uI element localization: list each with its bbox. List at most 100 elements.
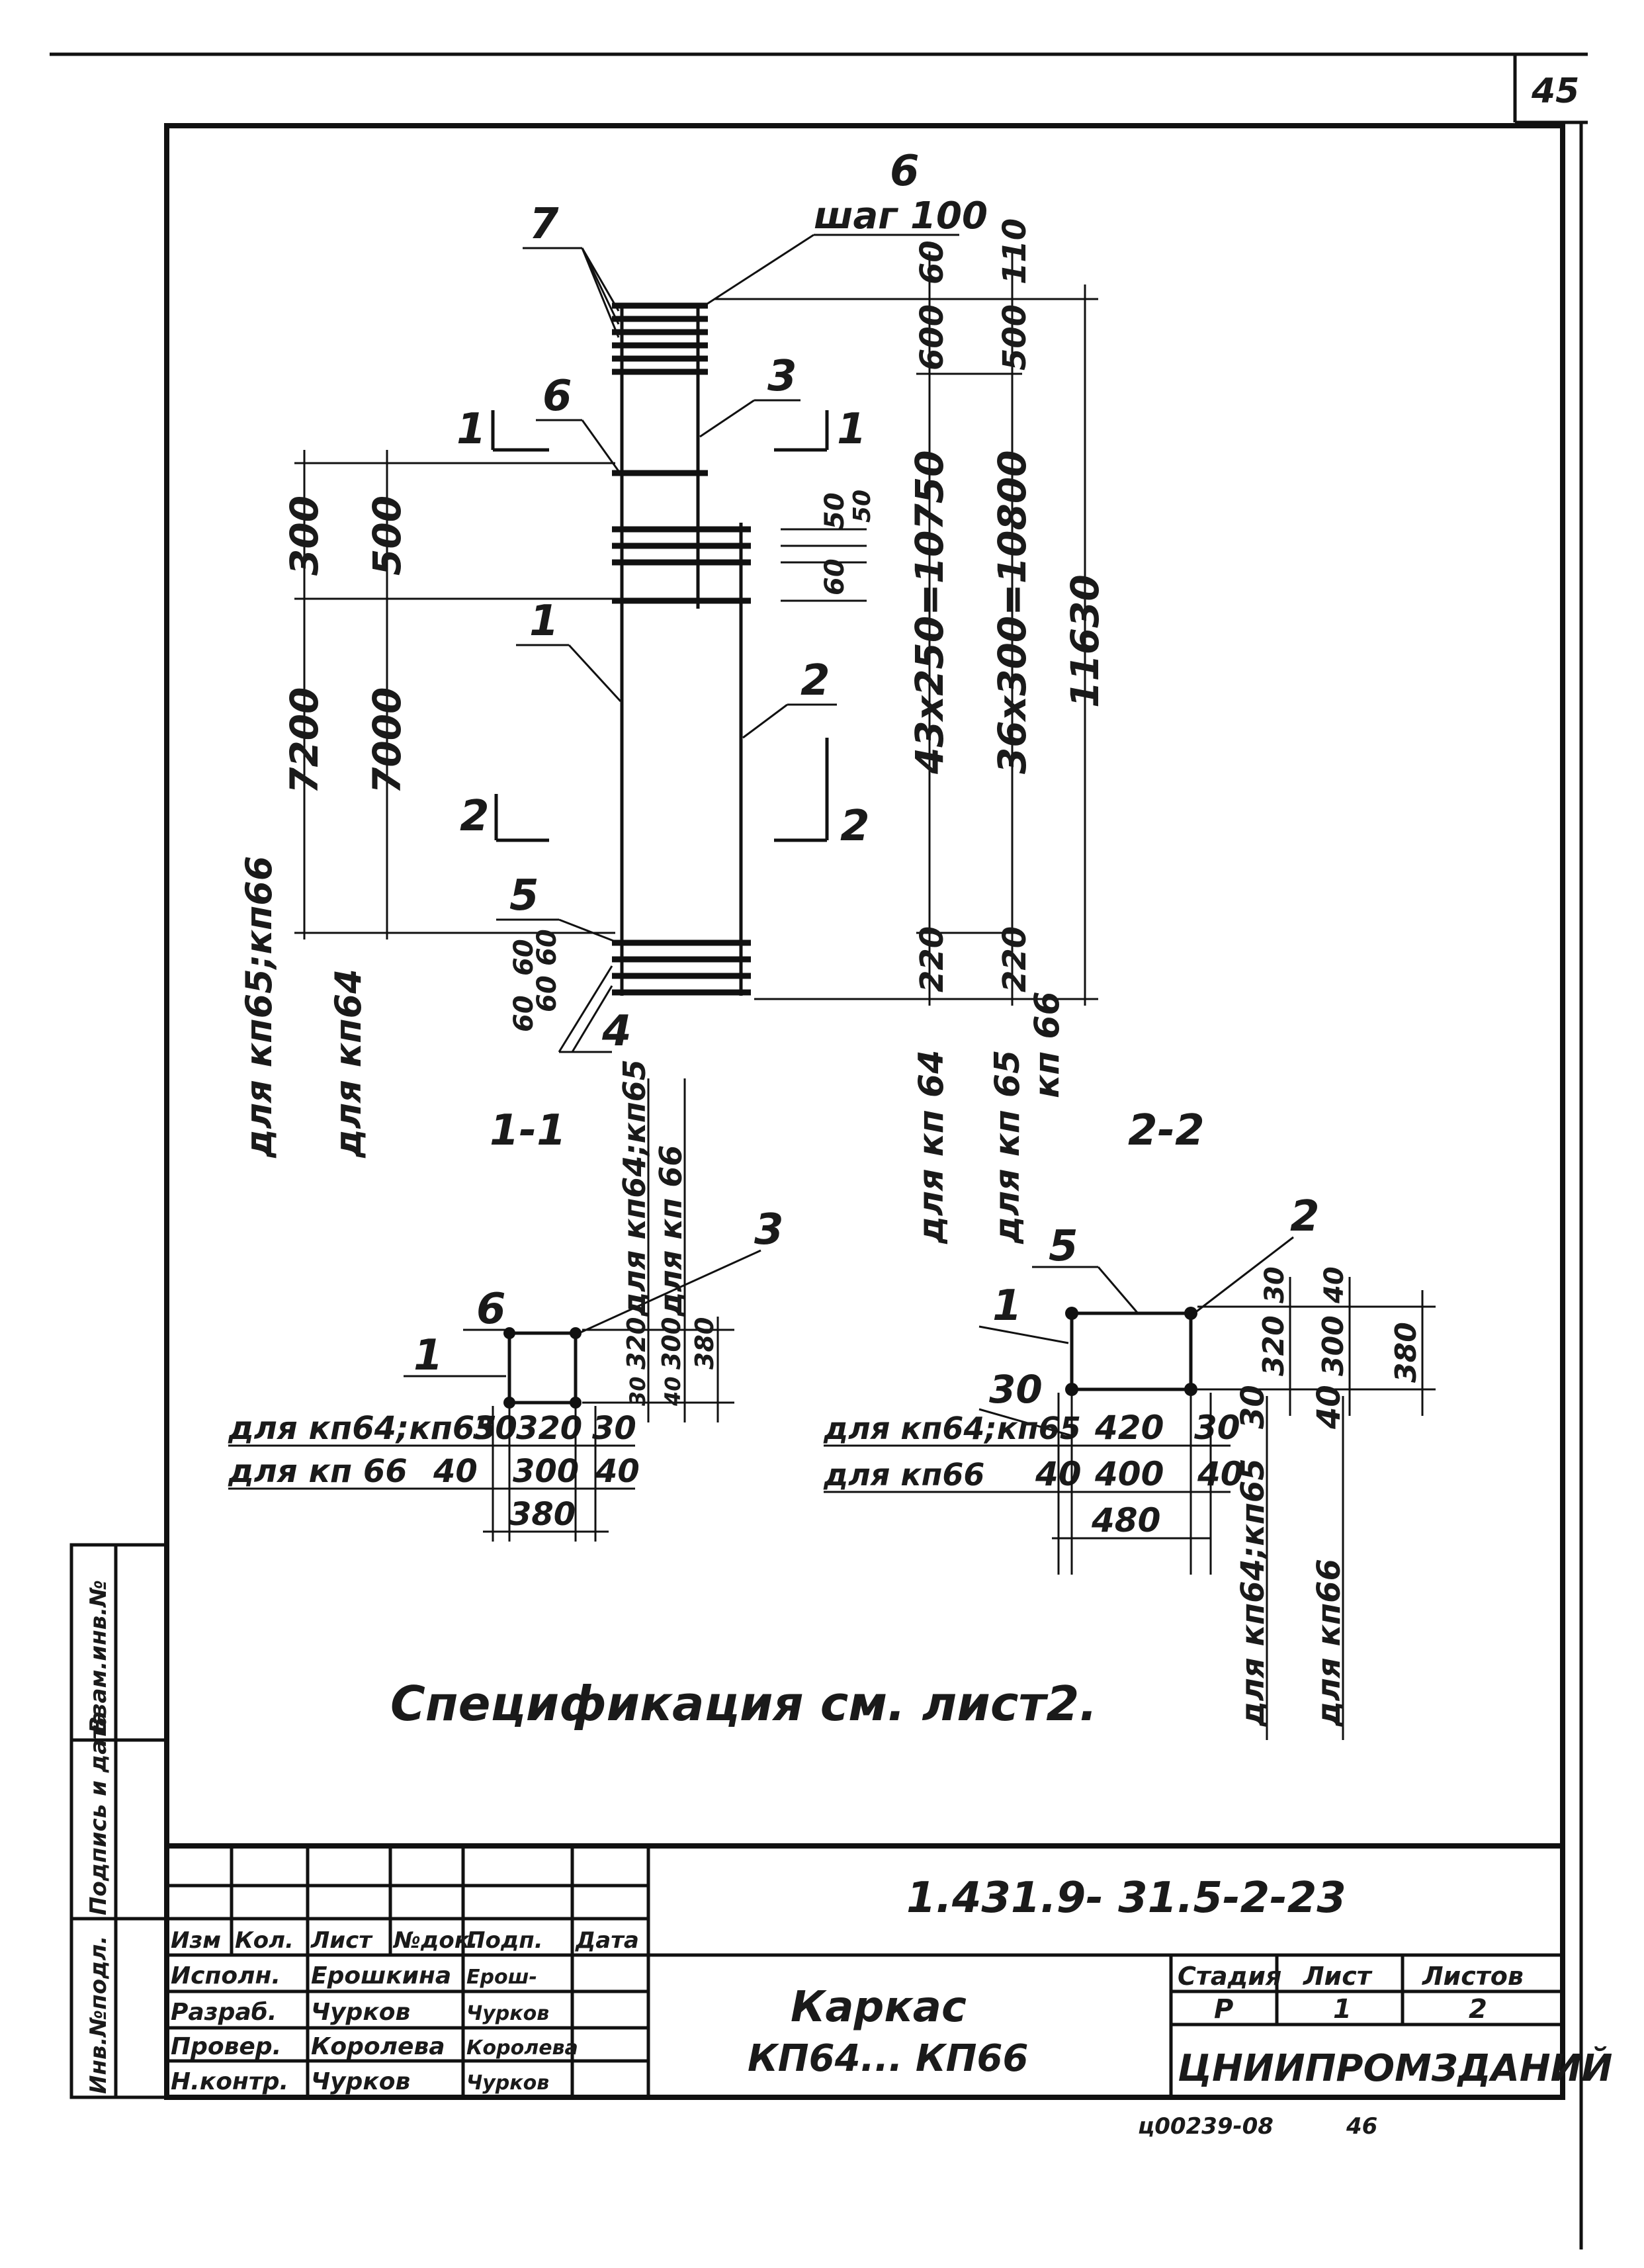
dim-380: 380 bbox=[690, 1317, 719, 1370]
position-marks: 6 шаг 100 7 6 3 1 2 5 4 bbox=[496, 147, 988, 1056]
sheets-value: 2 bbox=[1469, 1994, 1487, 2025]
dim-30: 30 bbox=[1194, 1409, 1240, 1447]
sec22-mark-1-leader bbox=[978, 1325, 1069, 1344]
sec22-vertical-label: для кп64;кп65 bbox=[1234, 1458, 1272, 1727]
section-2-2-outline bbox=[1070, 1311, 1193, 1391]
stamp-role: Разраб. bbox=[171, 1999, 277, 2026]
cage-elevation bbox=[612, 302, 751, 996]
section-1-1-title: 1-1 bbox=[490, 1106, 566, 1155]
cut-2-left: 2 bbox=[460, 792, 490, 841]
sheet-value: 1 bbox=[1333, 1994, 1352, 2025]
dim-480: 480 bbox=[1091, 1501, 1160, 1540]
left-dimensions: 300 500 7200 7000 60 60 60 60 для кп65;к… bbox=[238, 450, 615, 1158]
sec22-mark-30-leader bbox=[978, 1408, 1072, 1437]
rebar-dot bbox=[503, 1397, 515, 1409]
dim-60: 60 bbox=[509, 939, 539, 976]
sec11-mark-6: 6 bbox=[476, 1285, 506, 1334]
stamp-header: №док. bbox=[392, 1927, 478, 1954]
dim-40: 40 bbox=[1319, 1266, 1350, 1304]
dim-11630: 11630 bbox=[1062, 574, 1107, 708]
rebar-dot bbox=[1065, 1307, 1078, 1320]
rebar-dot bbox=[570, 1397, 582, 1409]
page-number: 45 bbox=[1531, 71, 1579, 111]
mark-6-top: 6 bbox=[890, 147, 920, 196]
dim-400: 400 bbox=[1094, 1455, 1164, 1493]
document-title: Каркас bbox=[791, 1983, 967, 2032]
specification-note: Спецификация см. лист2. bbox=[390, 1676, 1098, 1731]
stamp-signature: Ерош- bbox=[466, 1966, 537, 1989]
label-for-kp65-66: для кп65;кп66 bbox=[238, 856, 280, 1158]
dim-30: 30 bbox=[1234, 1385, 1272, 1429]
section-cut-markers: 1 1 2 2 bbox=[456, 405, 870, 851]
dim-320: 320 bbox=[1257, 1315, 1291, 1376]
section-1-1-outline bbox=[507, 1331, 578, 1405]
dim-600: 600 bbox=[914, 304, 951, 371]
dim-7000: 7000 bbox=[365, 687, 410, 794]
cut-1-right: 1 bbox=[837, 405, 867, 454]
sec22-vertical-label: для кп66 bbox=[1311, 1559, 1348, 1727]
sec22-mark-2-leader bbox=[1193, 1236, 1294, 1315]
stamp-header: Подп. bbox=[466, 1927, 543, 1954]
stamp-header: Дата bbox=[575, 1927, 639, 1954]
title-block: 1.431.9- 31.5-2-23 Изм Кол. Лист №док. П… bbox=[167, 1843, 1612, 2097]
sec11-mark-1: 1 bbox=[413, 1331, 443, 1380]
step-note: шаг 100 bbox=[814, 195, 988, 238]
right-dimensions: 60 110 600 500 43х250=10750 36х300=10800… bbox=[714, 218, 1107, 1244]
document-code: 1.431.9- 31.5-2-23 bbox=[906, 1874, 1346, 1923]
dim-40: 40 bbox=[1311, 1385, 1348, 1430]
sec22-mark-5-leader bbox=[1097, 1266, 1139, 1314]
label-for-kp65: для кп 65 bbox=[988, 1050, 1027, 1244]
left-strip-inv-label: Инв.№подл. bbox=[85, 1936, 112, 2094]
dim-380: 380 bbox=[1389, 1322, 1423, 1383]
dim-top-110: 110 bbox=[996, 218, 1033, 284]
stamp-role: Провер. bbox=[171, 2033, 281, 2060]
dim-60: 60 bbox=[509, 995, 539, 1032]
mark-7: 7 bbox=[529, 200, 559, 249]
sec11-row2-label: для кп 66 bbox=[228, 1453, 408, 1490]
mark-4-leader bbox=[558, 965, 613, 1053]
dim-43x250: 43х250=10750 bbox=[907, 450, 952, 775]
left-strip-sign-label: Подпись и дата bbox=[85, 1711, 112, 1915]
dim-420: 420 bbox=[1094, 1409, 1164, 1447]
step-leader bbox=[701, 234, 814, 309]
mark-1: 1 bbox=[529, 597, 559, 646]
stamp-name: Королева bbox=[311, 2033, 445, 2060]
mark-5-leader bbox=[558, 918, 619, 944]
dim-500: 500 bbox=[365, 496, 410, 576]
dim-220: 220 bbox=[996, 926, 1033, 992]
stamp-header: Кол. bbox=[235, 1927, 294, 1954]
section-2-2-title: 2-2 bbox=[1128, 1106, 1205, 1155]
dim-60: 60 bbox=[820, 558, 850, 595]
mark-2: 2 bbox=[800, 656, 830, 705]
mark-2-leader bbox=[742, 703, 788, 739]
mark-3-leader bbox=[699, 399, 755, 438]
document-subtitle: КП64... КП66 bbox=[748, 2037, 1028, 2080]
mark-4: 4 bbox=[601, 1007, 632, 1056]
dim-30: 30 bbox=[473, 1410, 517, 1447]
mark-1-leader bbox=[568, 644, 622, 703]
sheets-header: Листов bbox=[1422, 1962, 1524, 1991]
drawing-frame bbox=[164, 123, 1565, 2100]
section-2-2: 5 1 2 30 40 320 300 380 30 для кп64;кп65… bbox=[823, 1192, 1436, 1740]
stamp-signature: Чурков bbox=[466, 2002, 549, 2025]
dim-40: 40 bbox=[1197, 1455, 1244, 1493]
mark-5: 5 bbox=[509, 871, 539, 920]
sec22-mark-5: 5 bbox=[1049, 1222, 1078, 1271]
dim-300: 300 bbox=[1317, 1315, 1350, 1376]
label-kp66: кп 66 bbox=[1027, 991, 1067, 1098]
left-strip bbox=[69, 1543, 169, 2099]
dim-300: 300 bbox=[657, 1317, 686, 1370]
dim-50: 50 bbox=[820, 492, 850, 529]
dim-30: 30 bbox=[625, 1376, 650, 1406]
mid-group-dims: 50 50 60 bbox=[781, 490, 876, 602]
sheet-header: Лист bbox=[1303, 1962, 1373, 1991]
mark-3: 3 bbox=[767, 352, 797, 401]
dim-60: 60 bbox=[532, 929, 562, 966]
rebar-dot bbox=[570, 1327, 582, 1339]
dim-320: 320 bbox=[622, 1317, 651, 1370]
dim-320: 320 bbox=[516, 1410, 582, 1447]
dim-500: 500 bbox=[996, 304, 1033, 371]
dim-60: 60 bbox=[532, 975, 562, 1012]
stamp-name: Чурков bbox=[311, 2068, 410, 2095]
